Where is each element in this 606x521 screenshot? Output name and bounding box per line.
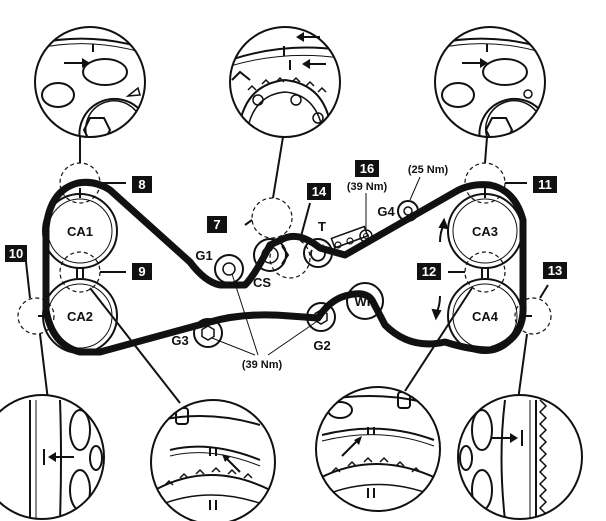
zoom-detail-ca2-side (0, 394, 105, 520)
torque-16-label: (39 Nm) (347, 181, 388, 193)
svg-text:8: 8 (138, 177, 145, 192)
cam-timing-marks (38, 188, 532, 317)
pulley-ca4-label: CA4 (472, 309, 499, 324)
callout-8: 8 (132, 176, 152, 193)
tensioner: T (303, 219, 373, 268)
callout-16: 16 (355, 160, 379, 177)
crankshaft-sprocket: CS (253, 238, 290, 290)
callout-10: 10 (5, 245, 27, 262)
pulley-ca2-label: CA2 (67, 309, 93, 324)
callout-9: 9 (132, 263, 152, 280)
svg-text:11: 11 (538, 177, 552, 192)
zoom-detail-ca1-top (34, 26, 146, 138)
callout-7: 7 (207, 216, 227, 233)
zoom-detail-ca4-side (457, 394, 583, 520)
zoom-detail-ca2-crank (150, 399, 276, 521)
pulley-ca3-label: CA3 (472, 224, 498, 239)
callout-14: 14 (307, 183, 331, 200)
rotation-arrows (431, 217, 449, 321)
idler-g1: G1 (195, 248, 244, 284)
svg-text:7: 7 (213, 217, 220, 232)
idler-g4: G4 (25 Nm) (377, 164, 449, 222)
pulley-ca3: CA3 (447, 193, 523, 269)
torque-g4: (25 Nm) (408, 164, 449, 176)
pulley-ca1: CA1 (42, 193, 118, 269)
zoom-detail-crank-top (229, 26, 341, 138)
torque-lower-label: (39 Nm) (242, 359, 283, 371)
pulley-ca1-label: CA1 (67, 224, 93, 239)
svg-text:14: 14 (312, 184, 327, 199)
idler-g4-label: G4 (377, 204, 395, 219)
idler-g1-label: G1 (195, 248, 212, 263)
callout-11: 11 (533, 176, 557, 193)
crankshaft-label: CS (253, 275, 271, 290)
svg-text:13: 13 (548, 263, 562, 278)
leader-lines (25, 136, 549, 404)
zoom-detail-ca4-crank (315, 386, 441, 512)
zoom-detail-ca3-top (434, 26, 546, 138)
callout-13: 13 (543, 262, 567, 279)
tensioner-label: T (318, 219, 326, 234)
idler-g3-label: G3 (171, 333, 188, 348)
torque-lower: (39 Nm) (211, 273, 317, 371)
timing-belt (42, 178, 527, 356)
water-pump-label: WP (355, 294, 376, 309)
idler-g3: G3 (171, 318, 223, 348)
callout-12: 12 (417, 263, 441, 280)
svg-text:16: 16 (360, 161, 374, 176)
svg-text:12: 12 (422, 264, 436, 279)
water-pump: WP (346, 282, 384, 320)
svg-text:10: 10 (9, 246, 23, 261)
idler-g2: G2 (306, 302, 336, 353)
pulley-ca4: CA4 (447, 278, 523, 354)
idler-g2-label: G2 (313, 338, 330, 353)
svg-text:9: 9 (138, 264, 145, 279)
